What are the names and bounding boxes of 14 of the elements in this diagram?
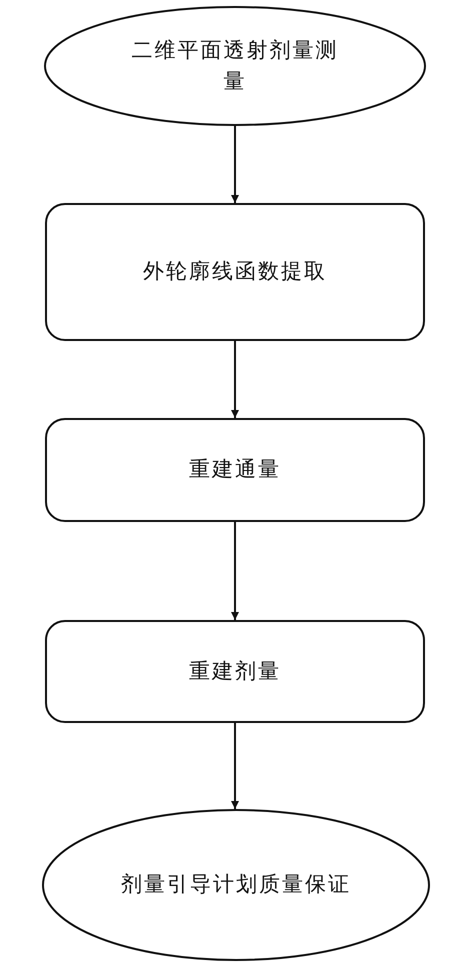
process-box [45,203,425,341]
node-text: 二维平面透射剂量测量 [130,36,340,95]
node-text: 重建通量 [189,456,281,484]
terminal-ellipse [42,809,430,961]
node-text: 剂量引导计划质量保证 [121,871,351,898]
arrow [231,522,239,620]
process-box [45,620,425,723]
node-text: 重建剂量 [189,658,281,685]
arrow [231,341,239,418]
terminal-ellipse [44,6,426,126]
arrow [231,723,239,809]
arrow [231,126,239,203]
node-text: 外轮廓线函数提取 [143,258,327,286]
process-box [45,418,425,522]
